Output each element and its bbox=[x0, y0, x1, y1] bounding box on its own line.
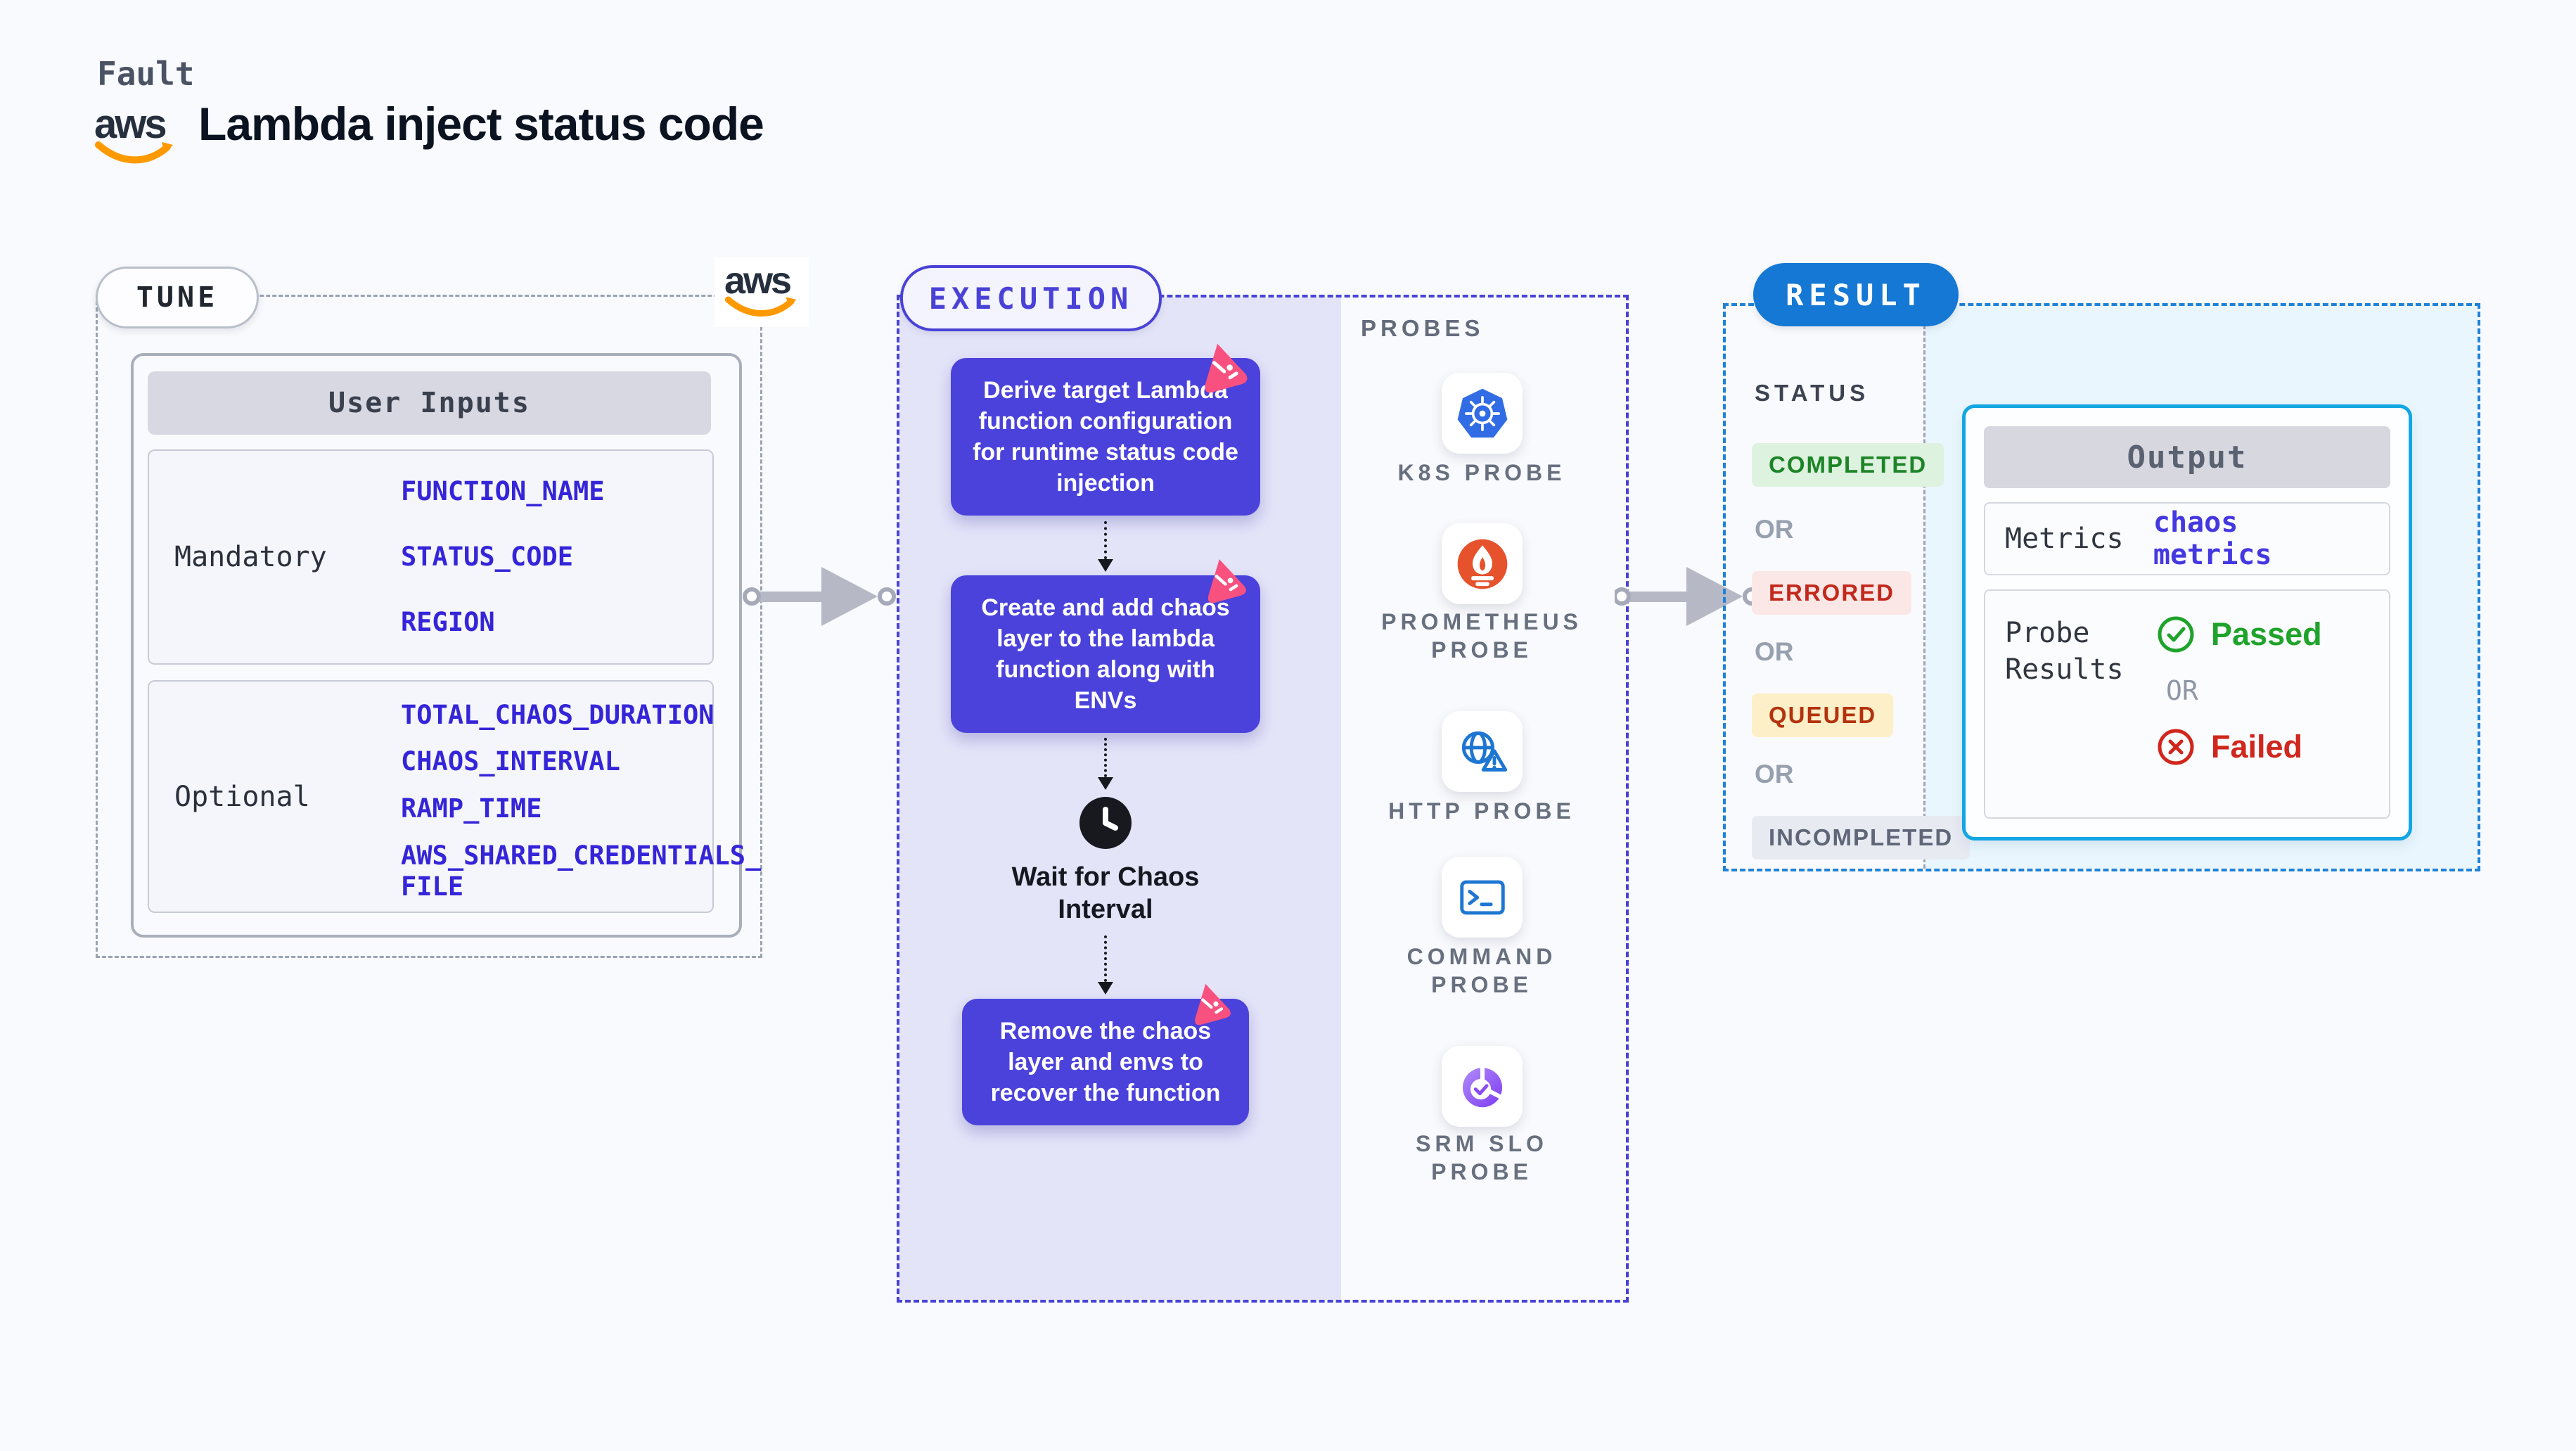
aws-logo-text: aws bbox=[94, 101, 167, 147]
step-text: Create and add chaos layer to the lambda… bbox=[981, 594, 1230, 714]
page-title: Lambda inject status code bbox=[198, 98, 764, 150]
kubernetes-icon bbox=[1457, 388, 1507, 437]
user-inputs-header-label: User Inputs bbox=[328, 387, 530, 419]
env-var-value: AWS_SHARED_CREDENTIALS_ FILE bbox=[401, 840, 762, 902]
env-var-value: STATUS_CODE bbox=[401, 542, 574, 572]
probe-results-row: Probe Results Passed OR Failed bbox=[1984, 589, 2390, 819]
step-derive-config: Derive target Lambda function configurat… bbox=[951, 358, 1260, 516]
prometheus-icon bbox=[1457, 539, 1507, 589]
probe-label: HTTP PROBE bbox=[1388, 798, 1575, 824]
step-text: Remove the chaos layer and envs to recov… bbox=[990, 1018, 1221, 1106]
step-text: Derive target Lambda function configurat… bbox=[973, 377, 1238, 497]
fault-kicker: Fault bbox=[97, 55, 195, 93]
status-heading: STATUS bbox=[1755, 380, 1870, 406]
execution-pill-label: EXECUTION bbox=[928, 281, 1134, 316]
failed-label: Failed bbox=[2211, 729, 2303, 765]
metrics-row: Metrics chaos metrics bbox=[1984, 502, 2390, 575]
passed-check-icon bbox=[2158, 616, 2194, 653]
aws-smile-icon bbox=[95, 141, 173, 164]
user-inputs-header: User Inputs bbox=[148, 371, 711, 435]
aws-smile-icon bbox=[724, 296, 797, 317]
or-label: OR bbox=[1755, 515, 1794, 544]
chaos-fault-icon bbox=[1195, 983, 1231, 1025]
result-pill: RESULT bbox=[1753, 263, 1959, 326]
metrics-label: Metrics bbox=[2005, 523, 2124, 555]
output-header: Output bbox=[1984, 426, 2390, 488]
or-label: OR bbox=[1755, 637, 1794, 666]
probe-card-k8s bbox=[1442, 373, 1523, 454]
flow-connector bbox=[1104, 521, 1107, 559]
env-var-value: REGION bbox=[401, 607, 495, 637]
or-label: OR bbox=[2166, 675, 2198, 706]
status-badge-incompleted: INCOMPLETED bbox=[1752, 816, 1971, 859]
chaos-fault-icon bbox=[1205, 343, 1248, 393]
flow-arrowhead-icon bbox=[1098, 559, 1113, 572]
srm-slo-pie-check-icon bbox=[1462, 1066, 1503, 1107]
tune-aws-logo: aws bbox=[715, 257, 809, 327]
optional-row: Optional TOTAL_CHAOS_DURATION CHAOS_INTE… bbox=[148, 680, 761, 913]
tune-section bbox=[96, 295, 762, 958]
status-badge-completed: COMPLETED bbox=[1752, 443, 1944, 487]
aws-logo-text: aws bbox=[724, 260, 792, 302]
status-badge-queued: QUEUED bbox=[1752, 693, 1894, 737]
passed-label: Passed bbox=[2211, 616, 2322, 652]
wait-interval-label: Wait for Chaos Interval bbox=[1011, 862, 1200, 924]
mandatory-label: Mandatory bbox=[174, 541, 327, 573]
terminal-icon bbox=[1459, 880, 1505, 914]
flow-connector bbox=[1104, 935, 1107, 982]
aws-logo: aws bbox=[94, 104, 179, 170]
env-var-value: FUNCTION_NAME bbox=[401, 476, 605, 506]
result-divider bbox=[1923, 306, 1925, 869]
chaos-fault-icon bbox=[1207, 559, 1246, 603]
probe-label: SRM SLO PROBE bbox=[1416, 1131, 1548, 1184]
failed-x-icon bbox=[2158, 729, 2194, 765]
output-header-label: Output bbox=[2127, 439, 2248, 475]
mandatory-row: Mandatory FUNCTION_NAME STATUS_CODE REGI… bbox=[148, 449, 714, 665]
flow-arrowhead-icon bbox=[1098, 777, 1113, 790]
probe-results-values: Passed OR Failed bbox=[2156, 615, 2322, 817]
probe-label: PROMETHEUS PROBE bbox=[1381, 609, 1582, 663]
probes-heading: PROBES bbox=[1361, 315, 1485, 341]
probe-label: COMMAND PROBE bbox=[1406, 944, 1557, 997]
probe-card-command bbox=[1442, 857, 1523, 938]
passed-row: Passed bbox=[2156, 615, 2322, 654]
probe-card-prometheus bbox=[1442, 523, 1523, 604]
status-badge-errored: ERRORED bbox=[1752, 571, 1912, 615]
env-var-value: CHAOS_INTERVAL bbox=[401, 746, 620, 776]
step-add-chaos-layer: Create and add chaos layer to the lambda… bbox=[951, 575, 1260, 733]
user-inputs-card: User Inputs Mandatory FUNCTION_NAME STAT… bbox=[131, 353, 761, 938]
execution-pill: EXECUTION bbox=[900, 265, 1162, 331]
output-card: Output Metrics chaos metrics Probe Resul… bbox=[1962, 404, 2412, 840]
env-var-value: RAMP_TIME bbox=[401, 793, 542, 824]
optional-label: Optional bbox=[174, 780, 310, 813]
probe-label: K8S PROBE bbox=[1397, 460, 1566, 485]
flow-connector bbox=[1104, 738, 1107, 777]
env-var-value: TOTAL_CHAOS_DURATION bbox=[401, 700, 715, 730]
failed-row: Failed bbox=[2156, 727, 2322, 767]
tune-pill-label: TUNE bbox=[136, 281, 219, 314]
or-label: OR bbox=[1755, 760, 1794, 788]
flow-arrowhead-icon bbox=[1098, 982, 1113, 995]
probe-card-http bbox=[1442, 711, 1523, 792]
probe-results-label: Probe Results bbox=[2005, 617, 2124, 686]
result-pill-label: RESULT bbox=[1786, 277, 1926, 312]
clock-icon bbox=[1079, 797, 1132, 849]
tune-pill: TUNE bbox=[96, 267, 259, 328]
metrics-value: chaos metrics bbox=[2153, 506, 2272, 571]
http-globe-warning-icon bbox=[1461, 731, 1507, 772]
tune-to-execution-arrow bbox=[743, 567, 896, 626]
probe-card-srm-slo bbox=[1442, 1046, 1523, 1127]
